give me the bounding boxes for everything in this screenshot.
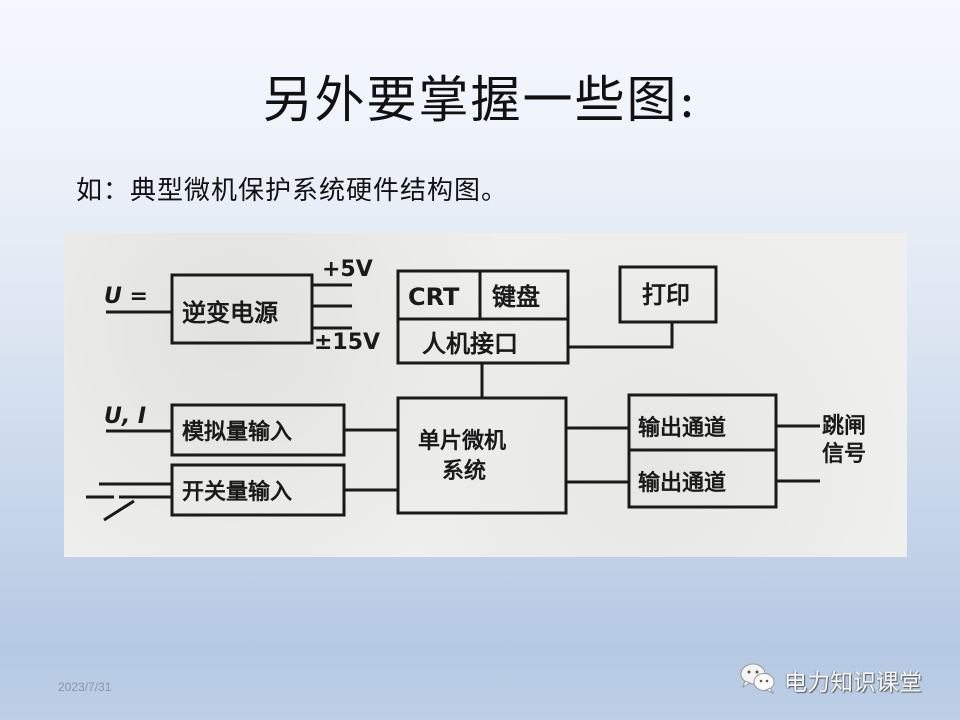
switch-input-label: 开关量输入 (182, 479, 292, 505)
plus5v-label: +5V (322, 257, 373, 282)
pm15v-label: ±15V (314, 330, 380, 355)
inverter-power-box (170, 273, 314, 345)
inverter-power-label: 逆变电源 (182, 299, 278, 327)
mcu-label-line1: 单片微机 (418, 428, 506, 454)
brand-watermark: 电力知识课堂 (738, 662, 922, 698)
printer-box (618, 265, 718, 324)
slide-title: 另外要掌握一些图: (262, 71, 698, 129)
wechat-icon (738, 660, 778, 700)
hmi-label: 人机接口 (422, 330, 518, 358)
output-channel-1-label: 输出通道 (638, 415, 726, 441)
crt-label: CRT (408, 283, 460, 311)
mcu-box (396, 396, 568, 515)
trip-signal-line2: 信号 (822, 441, 866, 467)
output-channel-2-label: 输出通道 (638, 470, 726, 496)
trip-signal-line1: 跳闸 (822, 413, 866, 439)
brand-name: 电力知识课堂 (784, 670, 922, 696)
printer-label: 打印 (642, 281, 690, 309)
analog-input-signal-label: U, I (104, 404, 146, 429)
analog-input-label: 模拟量输入 (182, 419, 292, 445)
hardware-structure-diagram: U = 逆变电源 +5V ±15V CRT 键盘 人机接口 打印 U, I 模拟… (64, 233, 907, 557)
keyboard-label: 键盘 (492, 283, 540, 311)
slide-subtitle: 如：典型微机保护系统硬件结构图。 (76, 176, 509, 206)
mcu-label-line2: 系统 (442, 458, 486, 484)
slide-date: 2023/7/31 (58, 680, 112, 694)
dc-input-label: U = (104, 284, 148, 309)
